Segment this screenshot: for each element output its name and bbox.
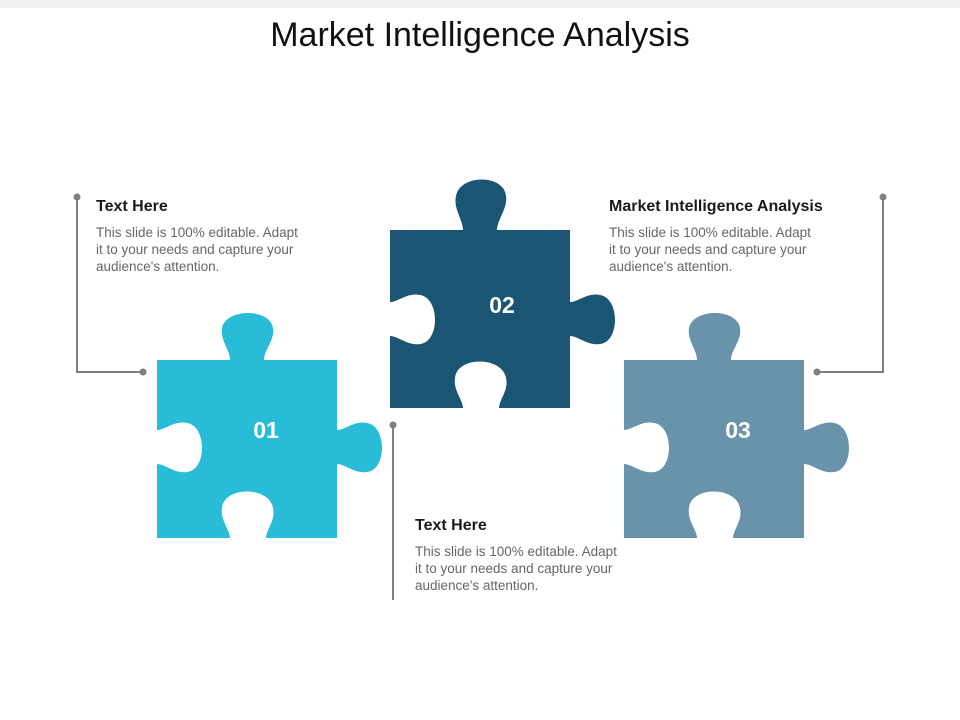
puzzle-piece-3: [624, 313, 849, 538]
connector-line-1: [76, 197, 143, 373]
connector-dot-2: [389, 421, 397, 429]
puzzle-piece-2: [390, 179, 615, 408]
piece-number-1: 01: [253, 417, 279, 443]
callout-3-body: This slide is 100% editable. Adapt it to…: [415, 544, 617, 593]
connector-dot-1a: [73, 193, 81, 201]
callout-1-heading: Text Here: [96, 198, 168, 215]
piece-number-3: 03: [725, 417, 751, 443]
callout-1-body: This slide is 100% editable. Adapt it to…: [96, 225, 298, 274]
callout-3-heading: Text Here: [415, 517, 487, 534]
callout-2: Market Intelligence Analysis This slide …: [609, 198, 823, 275]
callout-1: Text Here This slide is 100% editable. A…: [96, 198, 298, 275]
puzzle-piece-1: [157, 313, 382, 538]
callout-2-heading: Market Intelligence Analysis: [609, 198, 823, 215]
callout-3: Text Here This slide is 100% editable. A…: [415, 517, 617, 594]
connectors: [73, 193, 887, 600]
connector-dot-1b: [139, 368, 147, 376]
connector-line-3: [817, 197, 884, 373]
slide-title: Market Intelligence Analysis: [270, 16, 690, 54]
connector-dot-3b: [813, 368, 821, 376]
callout-2-body: This slide is 100% editable. Adapt it to…: [609, 225, 811, 274]
piece-number-2: 02: [489, 292, 515, 318]
connector-dot-3a: [879, 193, 887, 201]
top-bar: [0, 0, 960, 8]
